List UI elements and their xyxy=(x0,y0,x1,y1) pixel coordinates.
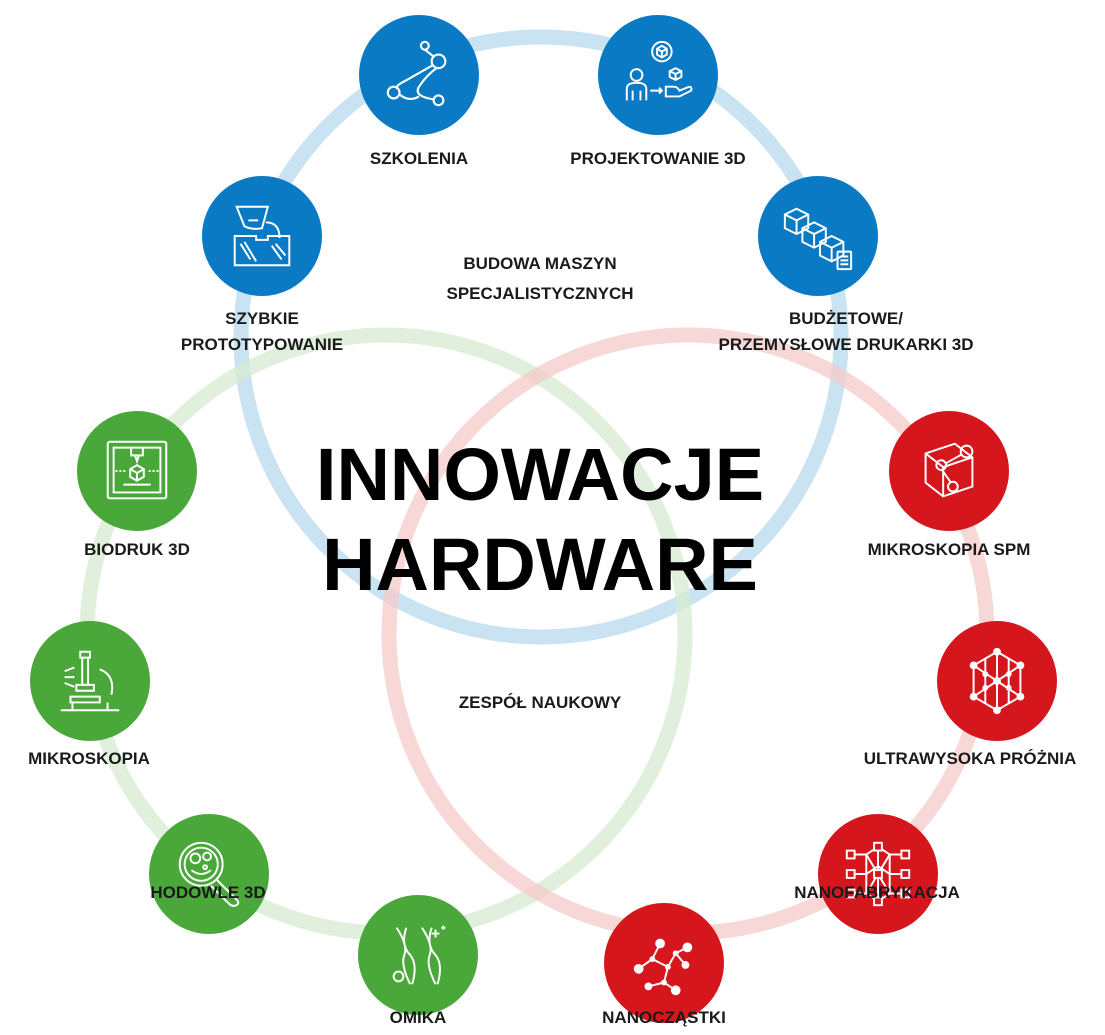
node-szybkie-prototypowanie[interactable] xyxy=(202,176,322,296)
label-projektowanie-3d: PROJEKTOWANIE 3D xyxy=(570,149,746,168)
group-label-red: ZESPÓŁ NAUKOWY xyxy=(458,693,622,712)
nano-grid-icon xyxy=(845,841,911,907)
microscope-icon xyxy=(60,650,120,712)
node-omika[interactable] xyxy=(358,895,478,1015)
network-path-icon xyxy=(386,40,447,107)
blue-ring xyxy=(233,29,849,645)
node-szkolenia[interactable] xyxy=(359,15,479,135)
label-szkolenia: SZKOLENIA xyxy=(369,149,469,168)
molecule-lattice-icon xyxy=(969,647,1025,715)
cubes-checklist-icon xyxy=(783,207,853,271)
node-projektowanie-3d[interactable] xyxy=(598,15,718,135)
label-biodruk-3d: BIODRUK 3D xyxy=(84,540,190,559)
node-drukarki-3d[interactable] xyxy=(758,176,878,296)
node-nanoczastki[interactable] xyxy=(604,903,724,1023)
spm-probe-icon xyxy=(924,442,974,498)
label-mikroskopia: MIKROSKOPIA xyxy=(28,749,150,768)
label-nanoczastki: NANOCZĄSTKI xyxy=(602,1008,726,1027)
label-ultrawysoka-proznia: ULTRAWYSOKA PRÓŻNIA xyxy=(863,749,1077,768)
node-hodowle-3d[interactable] xyxy=(149,814,269,934)
node-mikroskopia[interactable] xyxy=(30,621,150,741)
title-line-2: HARDWARE xyxy=(322,523,758,606)
label-nanofabrykacja: NANOFABRYKACJA xyxy=(794,883,960,902)
pouring-mold-icon xyxy=(233,205,291,267)
node-ultrawysoka-proznia[interactable] xyxy=(937,621,1057,741)
label-hodowle-3d: HODOWLE 3D xyxy=(150,883,266,902)
magnifier-cells-icon xyxy=(178,841,240,907)
bioprinter-icon xyxy=(106,440,168,500)
page-title: INNOWACJE HARDWARE xyxy=(316,430,764,610)
node-biodruk-3d[interactable] xyxy=(77,411,197,531)
chromosome-icon xyxy=(392,925,446,985)
node-mikroskopia-spm[interactable] xyxy=(889,411,1009,531)
label-mikroskopia-spm: MIKROSKOPIA SPM xyxy=(867,540,1031,559)
label-omika: OMIKA xyxy=(389,1008,447,1027)
node-nanofabrykacja[interactable] xyxy=(818,814,938,934)
label-drukarki-3d: BUDŻETOWE/PRZEMYSŁOWE DRUKARKI 3D xyxy=(718,309,974,354)
title-line-1: INNOWACJE xyxy=(315,433,765,516)
nanoparticles-icon xyxy=(633,938,693,996)
designer-handover-icon xyxy=(625,40,693,101)
